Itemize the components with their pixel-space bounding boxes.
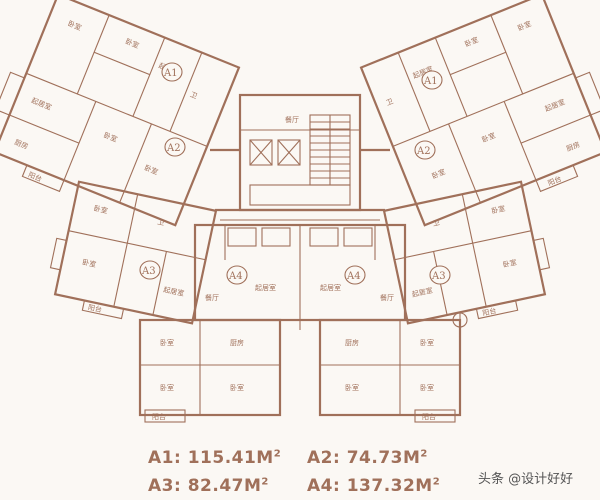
right-wing-a3: 卧室 卫 卧室 起居室 阳台	[382, 180, 551, 325]
room-label: 阳台	[422, 412, 436, 421]
room-label: 卧室	[516, 19, 532, 33]
unit-tag-a2-left: A2	[164, 137, 186, 157]
room-label: 卧室	[143, 163, 159, 177]
unit-tag-a3-left: A3	[139, 260, 161, 280]
room-label: 阳台	[87, 302, 103, 314]
stairs	[309, 114, 351, 186]
room-label: 卧室	[502, 258, 518, 270]
area-a4: A4: 137.32M2	[307, 476, 440, 496]
lower-units-a4: 起居室 起居室 餐厅 餐厅 卧室 厨房 卧室 卧室 阳台 厨房 卧室 卧室 卧室…	[138, 223, 462, 423]
right-wing-a1-a2: 卧室 卧室 起居室 卫 起居室 卧室 卧室 阳台 厨房	[359, 0, 600, 227]
unit-tag-a4-right: A4	[344, 265, 366, 285]
watermark: 头条 @设计好好	[478, 472, 574, 487]
svg-text:A3: A3	[141, 266, 156, 277]
svg-text:A1: A1	[423, 76, 438, 87]
room-label: 卧室	[491, 204, 507, 216]
area-a1-text: A1: 115.41M	[148, 448, 274, 468]
room-label: 起居室	[255, 283, 276, 292]
svg-text:A4: A4	[228, 271, 243, 282]
room-label: 厨房	[345, 338, 359, 347]
room-label: 厨房	[565, 140, 581, 154]
unit-tag-a3-right: A3	[429, 265, 451, 285]
room-label: 卧室	[420, 383, 434, 392]
room-label: 卧室	[463, 35, 479, 49]
room-label: 阳台	[482, 306, 498, 318]
room-label: 卧室	[345, 383, 359, 392]
area-a2-sup: 2	[420, 448, 428, 460]
svg-text:A2: A2	[416, 146, 431, 157]
room-label: 卫	[432, 219, 441, 228]
area-a4-text: A4: 137.32M	[307, 476, 433, 496]
room-label: 卧室	[67, 19, 83, 33]
area-a2-text: A2: 74.73M	[307, 448, 421, 468]
left-wing-a3: 卧室 卫 卧室 起居室 阳台	[49, 180, 218, 325]
room-label: 餐厅	[205, 293, 219, 302]
svg-text:A3: A3	[431, 271, 446, 282]
unit-tag-a1-left: A1	[161, 62, 183, 82]
room-label: 起居室	[543, 97, 566, 113]
room-label: 厨房	[230, 338, 244, 347]
area-a3-sup: 2	[261, 476, 269, 488]
room-label: 卫	[157, 218, 166, 227]
room-label: 卧室	[430, 167, 446, 181]
room-label: 卧室	[230, 383, 244, 392]
room-label: 卧室	[124, 37, 140, 51]
room-label: 卫	[385, 97, 394, 107]
unit-tag-a2-right: A2	[414, 140, 436, 160]
unit-tag-a4-left: A4	[226, 265, 248, 285]
room-label: 卧室	[160, 383, 174, 392]
room-label: 起居室	[411, 286, 433, 299]
left-wing-a1-a2: 卧室 卧室 起居室 卫 起居室 卧室 卧室 阳台 厨房	[0, 0, 241, 227]
room-label: 餐厅	[285, 115, 299, 124]
room-label: 卧室	[102, 130, 118, 144]
central-core: 餐厅	[238, 93, 362, 212]
svg-text:A4: A4	[346, 271, 361, 282]
room-label: 卧室	[82, 257, 98, 269]
room-label: 餐厅	[380, 293, 394, 302]
area-a1-sup: 2	[273, 448, 282, 460]
room-label: 卧室	[420, 338, 434, 347]
room-label: 厨房	[13, 137, 29, 151]
room-label: 起居室	[163, 285, 185, 298]
room-label: 卧室	[93, 204, 109, 216]
room-label: 卧室	[480, 131, 496, 145]
area-a3-text: A3: 82.47M	[148, 476, 262, 496]
compass-icon	[452, 312, 468, 328]
corridor	[210, 148, 390, 221]
room-label: 卧室	[160, 338, 174, 347]
unit-tag-a1-right: A1	[421, 70, 443, 90]
area-a2: A2: 74.73M2	[307, 448, 428, 468]
room-label: 起居室	[30, 96, 53, 112]
room-label: 阳台	[152, 412, 166, 421]
svg-text:A2: A2	[166, 143, 181, 154]
area-a4-sup: 2	[432, 476, 441, 488]
area-a3: A3: 82.47M2	[148, 476, 269, 496]
room-label: 起居室	[320, 283, 341, 292]
room-label: 卫	[189, 91, 198, 101]
area-a1: A1: 115.41M2	[148, 448, 281, 468]
svg-text:A1: A1	[163, 68, 178, 79]
